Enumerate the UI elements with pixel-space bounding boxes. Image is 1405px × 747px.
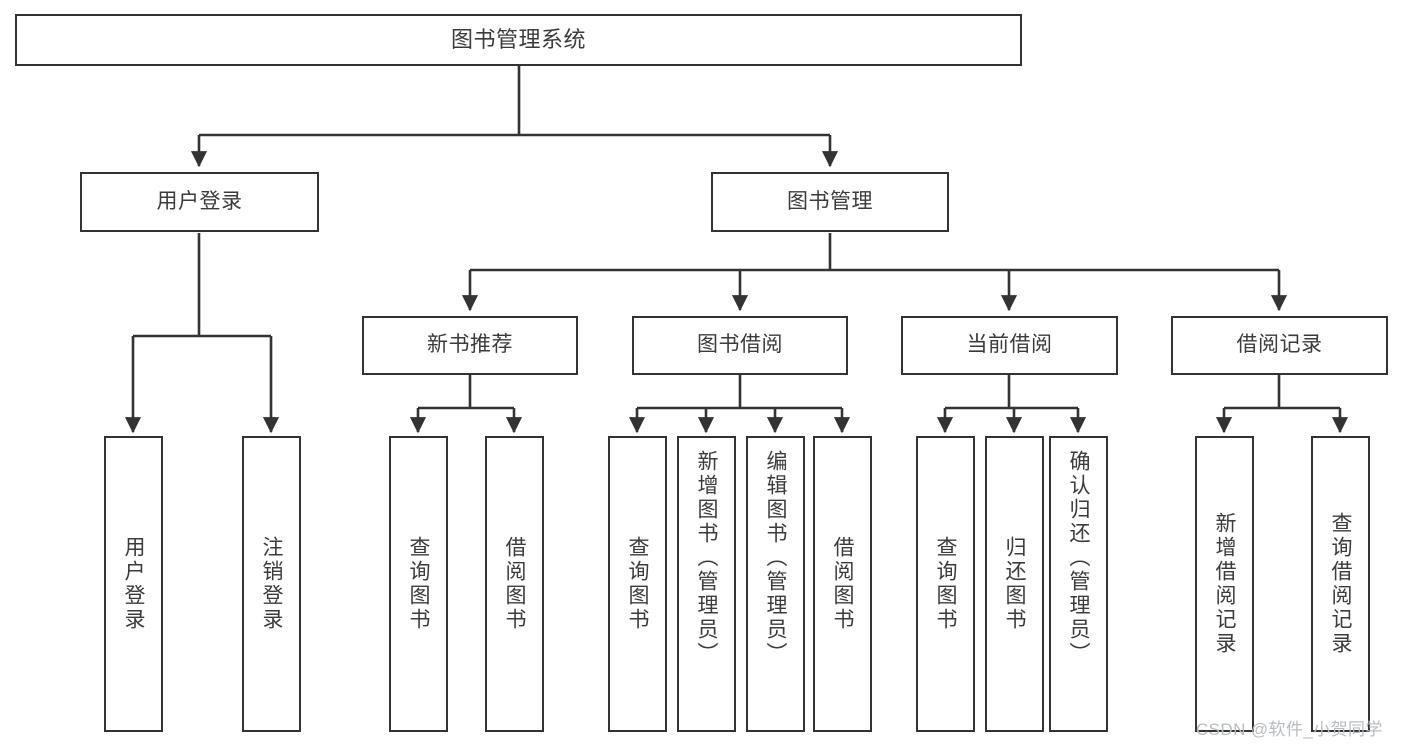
leaf-borrow-record-query-record[interactable]: 查询借阅记录 [1311,436,1370,732]
node-book-borrow[interactable]: 图书借阅 [632,316,848,375]
node-user-login[interactable]: 用户登录 [80,172,319,232]
leaf-current-borrow-confirm-return[interactable]: 确认归还（管理员） [1049,436,1108,732]
leaf-borrow-record-add-record[interactable]: 新增借阅记录 [1195,436,1254,732]
node-label: 图书管理系统 [450,27,586,53]
node-label: 图书借阅 [697,333,783,357]
node-label: 用户登录 [156,189,243,213]
leaf-current-borrow-return-book[interactable]: 归还图书 [985,436,1044,732]
node-label: 借阅图书 [503,536,526,632]
node-current-borrow[interactable]: 当前借阅 [901,316,1118,375]
node-borrow-record[interactable]: 借阅记录 [1171,316,1388,375]
node-book-management[interactable]: 图书管理 [711,172,949,232]
node-label: 借阅记录 [1236,333,1323,357]
node-label: 查询图书 [626,536,649,632]
node-root-system[interactable]: 图书管理系统 [15,14,1022,66]
leaf-current-borrow-query-book[interactable]: 查询图书 [916,436,975,732]
leaf-book-borrow-edit-book[interactable]: 编辑图书（管理员） [746,436,805,732]
leaf-book-borrow-add-book[interactable]: 新增图书（管理员） [677,436,736,732]
node-label: 查询图书 [407,536,430,632]
node-label: 图书管理 [787,189,873,213]
node-label: 新书推荐 [427,333,513,357]
node-label: 新增图书（管理员） [695,450,718,666]
leaf-book-borrow-query-book[interactable]: 查询图书 [608,436,667,732]
node-label: 查询图书 [934,536,957,632]
node-label: 当前借阅 [966,333,1053,357]
node-label: 用户登录 [122,536,145,632]
leaf-book-borrow-borrow-book[interactable]: 借阅图书 [813,436,872,732]
node-label: 查询借阅记录 [1329,512,1352,656]
node-label: 确认归还（管理员） [1067,450,1090,666]
node-label: 借阅图书 [831,536,854,632]
node-label: 归还图书 [1003,536,1026,632]
node-label: 注销登录 [260,536,283,632]
node-new-book-recommend[interactable]: 新书推荐 [362,316,578,375]
node-label: 新增借阅记录 [1213,512,1236,656]
leaf-new-book-borrow-book[interactable]: 借阅图书 [485,436,544,732]
leaf-user-login-login[interactable]: 用户登录 [104,436,163,732]
leaf-user-login-logout[interactable]: 注销登录 [242,436,301,732]
node-label: 编辑图书（管理员） [764,450,787,666]
leaf-new-book-query-book[interactable]: 查询图书 [389,436,448,732]
